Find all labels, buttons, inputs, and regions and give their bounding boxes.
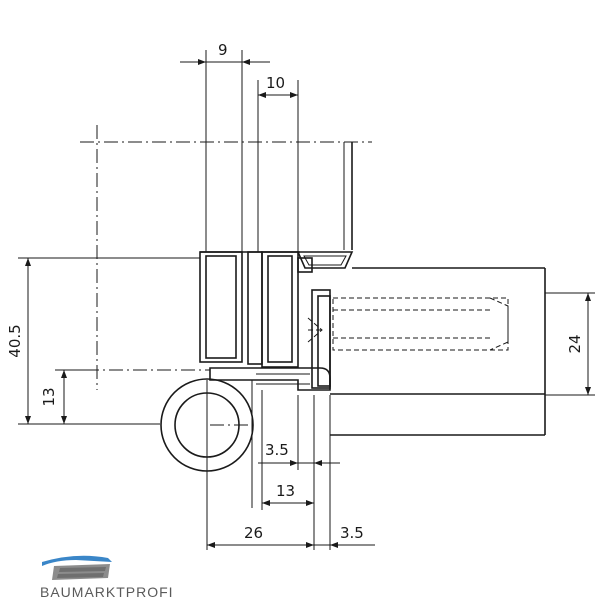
hinge-leaf-middle	[247, 251, 263, 365]
top-cap	[296, 251, 354, 269]
logo-mark-icon	[42, 555, 112, 580]
dim-label-top-inner: 10	[266, 74, 285, 92]
dim-label-gap-small: 3.5	[265, 441, 289, 459]
dim-label-lower-height: 13	[40, 387, 58, 406]
dim-label-gap-right: 3.5	[340, 524, 364, 542]
dimension-lines	[25, 59, 591, 548]
dim-label-top-width: 9	[218, 41, 228, 59]
hinge-leaf-left	[199, 251, 243, 363]
dim-label-total-height: 40.5	[6, 324, 24, 357]
dim-label-bottom-width: 26	[244, 524, 263, 542]
brand-logo: BAUMARKTPROFI	[36, 548, 173, 600]
brand-name: BAUMARKTPROFI	[40, 584, 174, 600]
dim-label-bottom-mid: 13	[276, 482, 295, 500]
dim-label-right-height: 24	[566, 334, 584, 353]
hinge-body	[199, 251, 354, 391]
screw	[307, 297, 509, 351]
hinge-knuckle	[160, 378, 254, 550]
extension-lines	[18, 50, 595, 550]
screw-body	[332, 297, 509, 351]
